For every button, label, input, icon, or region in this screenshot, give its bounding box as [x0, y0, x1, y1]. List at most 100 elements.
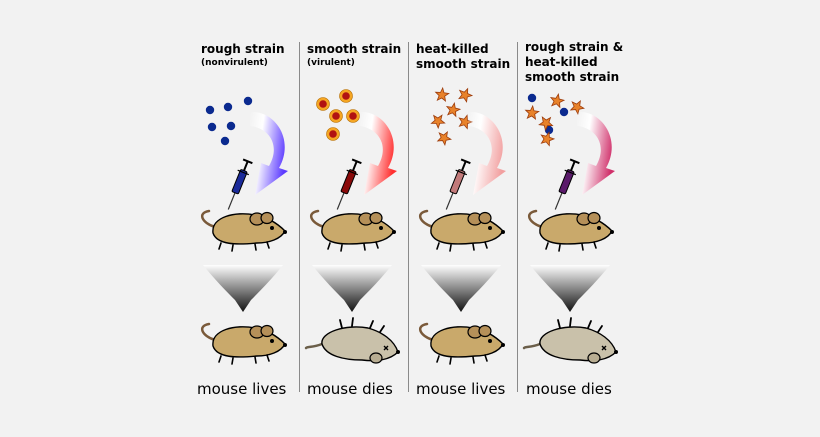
panel-3 [418, 86, 506, 365]
syringe-icon [445, 158, 471, 210]
injection-arrow [577, 111, 615, 195]
ear [587, 211, 601, 225]
nose [501, 230, 505, 234]
panel-4 [522, 92, 618, 364]
panel3-title-line1: heat-killed [416, 42, 489, 56]
tail [418, 209, 435, 229]
feet [436, 241, 488, 252]
nose [614, 350, 618, 354]
mouse-alive-icon [527, 209, 614, 252]
feet [218, 354, 270, 365]
mouse-body [539, 326, 617, 362]
panel3-title-line2: smooth strain [416, 57, 511, 71]
heat-killed-cell [538, 116, 554, 132]
eye [379, 226, 383, 230]
panel4-title-line3: smooth strain [525, 70, 620, 84]
panel4-title-line2: heat-killed [525, 55, 598, 69]
down-arrow [312, 265, 392, 312]
heat-killed-cell [434, 86, 450, 102]
heat-killed-cell [458, 87, 474, 103]
panel3-outcome: mouse lives [416, 380, 506, 398]
mouse-body [321, 326, 399, 362]
feet [218, 241, 270, 252]
mouse-alive-icon [418, 322, 505, 365]
eye [488, 226, 492, 230]
tail [200, 322, 217, 342]
eye [270, 339, 274, 343]
injection-arrow [359, 111, 397, 195]
nose [283, 343, 287, 347]
tail [309, 209, 326, 229]
panel-2 [304, 89, 400, 364]
eye [597, 226, 601, 230]
nose [501, 343, 505, 347]
ear [478, 324, 492, 338]
rough-cell [207, 122, 217, 132]
ear [478, 211, 492, 225]
x-eye [383, 345, 389, 351]
eye [270, 226, 274, 230]
mouse-body [430, 213, 504, 245]
eye [488, 339, 492, 343]
ear [369, 211, 383, 225]
tail [200, 209, 217, 229]
mouse-body [212, 213, 286, 245]
tail [304, 342, 324, 350]
ear [369, 352, 383, 364]
heat-killed-cell [540, 131, 556, 147]
mouse-alive-icon [418, 209, 505, 252]
mouse-dead-icon [304, 317, 400, 364]
mouse-body [539, 213, 613, 245]
feet [436, 354, 488, 365]
column-divider [408, 42, 409, 392]
nose [392, 230, 396, 234]
syringe-icon [227, 158, 253, 210]
syringe-icon [554, 158, 580, 210]
mouse-alive-icon [200, 209, 287, 252]
column-divider [299, 42, 300, 392]
feet [545, 241, 597, 252]
heat-killed-cell [549, 92, 566, 109]
panel2-subtitle: (virulent) [307, 58, 355, 68]
ear [260, 211, 274, 225]
mouse-body [212, 326, 286, 358]
ear [587, 352, 601, 364]
ear [260, 324, 274, 338]
panel1-subtitle: (nonvirulent) [201, 58, 268, 68]
tail [527, 209, 544, 229]
rough-cell [243, 96, 253, 106]
panel1-outcome: mouse lives [197, 380, 287, 398]
mouse-body [430, 326, 504, 358]
heat-killed-cell [430, 114, 446, 130]
panel2-outcome: mouse dies [307, 380, 393, 398]
mouse-alive-icon [309, 209, 396, 252]
heat-killed-cell [445, 101, 462, 118]
rough-cell [559, 107, 569, 117]
rough-cell [223, 102, 233, 112]
rough-cell [527, 93, 537, 103]
down-arrow [421, 265, 501, 312]
syringe-icon [336, 158, 362, 210]
mouse-dead-icon [522, 317, 618, 364]
mouse-alive-icon [200, 322, 287, 365]
heat-killed-cell [569, 99, 585, 115]
feet [327, 241, 379, 252]
x-eye [601, 345, 607, 351]
injection-arrow [250, 111, 288, 195]
legs-up [557, 317, 603, 333]
panel-1 [200, 96, 288, 365]
rough-cell [226, 121, 236, 131]
tail [522, 342, 542, 350]
panel2-title: smooth strain [307, 42, 402, 56]
panel4-outcome: mouse dies [526, 380, 612, 398]
tail [418, 322, 435, 342]
rough-cell [220, 136, 230, 146]
nose [283, 230, 287, 234]
legs-up [339, 317, 385, 333]
down-arrow [203, 265, 283, 312]
panel1-title: rough strain [201, 42, 285, 56]
heat-killed-cell [436, 130, 452, 146]
injection-arrow [468, 111, 506, 195]
